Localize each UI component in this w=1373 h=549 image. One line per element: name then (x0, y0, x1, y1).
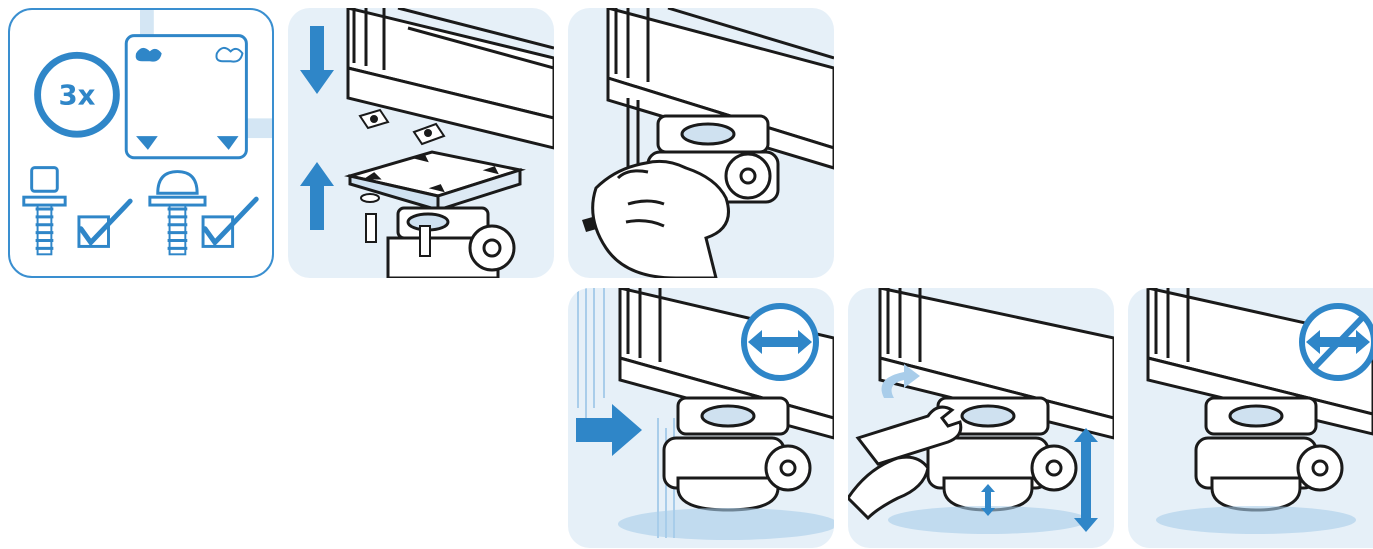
socket-screw-icon (24, 168, 65, 255)
step-no-movement-panel (1128, 288, 1373, 548)
button-head-screw-icon (150, 172, 205, 255)
step-attach-plate-panel (288, 8, 554, 278)
check-icon (203, 199, 256, 246)
prohibited-icon (1302, 306, 1373, 378)
step-tighten-hex-key-panel (568, 8, 834, 278)
step-adjust-leveling-panel (848, 288, 1114, 548)
step-push-sideways-panel (568, 288, 834, 548)
quantity-label: 3x (58, 79, 95, 112)
push-illustration (568, 288, 834, 548)
step-quantity-parts-panel: 3x (8, 8, 274, 278)
mounting-plate-icon (126, 36, 246, 158)
tighten-illustration (568, 8, 834, 278)
no-movement-illustration (1128, 288, 1373, 548)
quantity-badge: 3x (38, 55, 117, 134)
parts-illustration: 3x (10, 10, 272, 276)
check-icon (79, 201, 130, 246)
double-arrow-icon (744, 306, 816, 378)
adjust-illustration (848, 288, 1114, 548)
attach-plate-illustration (288, 8, 554, 278)
